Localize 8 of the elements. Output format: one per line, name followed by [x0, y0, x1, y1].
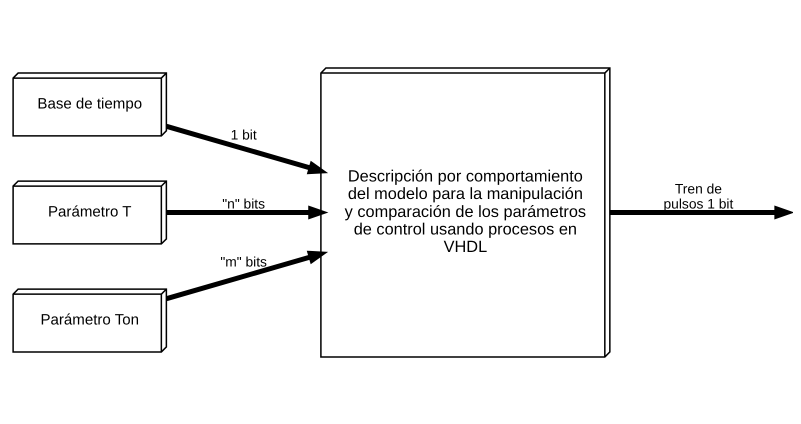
edge-label: 1 bit	[230, 126, 257, 142]
edge-label: "m" bits	[220, 252, 267, 269]
arrow	[166, 250, 328, 301]
arrow	[166, 123, 328, 174]
arrow	[610, 204, 793, 220]
arrow	[166, 204, 328, 220]
edge-label: Tren de pulsos 1 bit	[664, 180, 734, 211]
edge-label: "n" bits	[222, 194, 266, 211]
